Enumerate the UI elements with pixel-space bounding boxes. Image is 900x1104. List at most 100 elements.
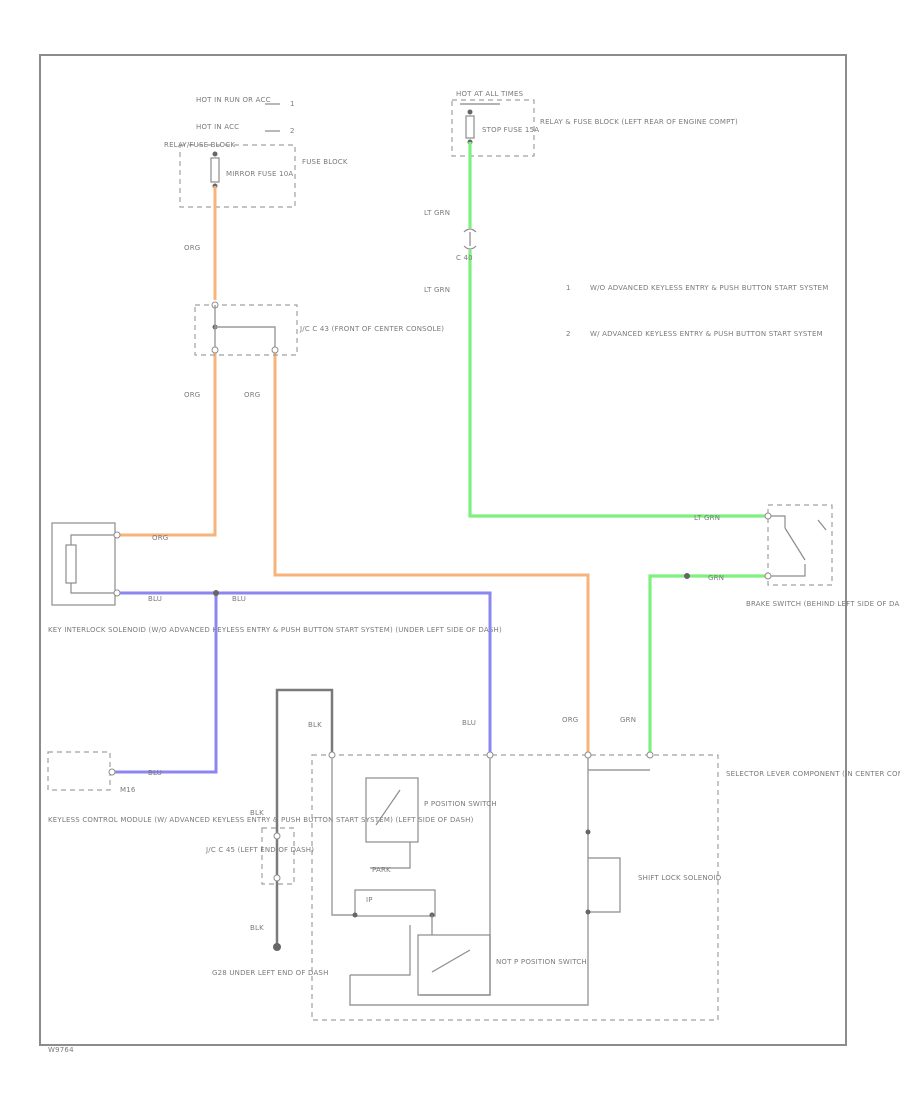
mirror-fuse-symbol — [210, 157, 220, 183]
fuse-block-outline — [179, 144, 296, 208]
jc-c43-label: J/C C 43 (FRONT OF CENTER CONSOLE) — [299, 325, 444, 333]
brake-switch-label: BRAKE SWITCH (BEHIND LEFT SIDE OF DASH) — [746, 600, 900, 608]
brake-contact-top — [771, 515, 786, 528]
stop-fuse-symbol — [465, 115, 475, 139]
brake-contact-bottom — [771, 564, 806, 577]
wire-label-blk-3: BLK — [250, 924, 264, 932]
p-switch-arm — [375, 789, 401, 826]
blk-wire-ground-to-selector — [275, 688, 334, 945]
switch-logic-box — [354, 889, 436, 917]
connector-c40: C 40 — [456, 228, 477, 262]
wire-label-blu-2: BLU — [232, 595, 246, 603]
brake-switch-tick — [817, 519, 827, 531]
jc-c43: J/C C 43 (FRONT OF CENTER CONSOLE) — [194, 301, 444, 356]
brake-switch-outline — [767, 504, 833, 586]
jc-c45-pin-2 — [273, 874, 281, 882]
jc-c43-pin-right — [271, 346, 279, 354]
blu-splice-dot — [213, 590, 219, 596]
mirror-fuse-label: MIRROR FUSE 10A — [226, 170, 293, 178]
key-interlock-lead-2 — [70, 583, 115, 594]
p-position-switch-label: P POSITION SWITCH — [424, 800, 497, 808]
solenoid-node-bottom — [585, 909, 591, 915]
relay-fuse-block-label: RELAY & FUSE BLOCK (LEFT REAR OF ENGINE … — [540, 118, 738, 126]
keyless-module-outline — [47, 751, 111, 791]
wire-label-grn-1: GRN — [708, 574, 724, 582]
shift-lock-coil — [588, 857, 621, 913]
jc-c45-outline — [261, 827, 295, 885]
solenoid-node-top — [585, 829, 591, 835]
wire-label-blu-1: BLU — [148, 595, 162, 603]
blu-wire-interlock-to-selector — [120, 591, 492, 755]
jc-c45-pin-1 — [273, 832, 281, 840]
legend-1-text: W/O ADVANCED KEYLESS ENTRY & PUSH BUTTON… — [590, 284, 829, 292]
stop-fuse-label: STOP FUSE 15A — [482, 126, 539, 134]
relay-fuse-top-label: RELAY/FUSE BLOCK — [164, 141, 235, 149]
org-wire-jc-to-interlock — [120, 350, 217, 537]
not-p-position-switch-label: NOT P POSITION SWITCH — [496, 958, 587, 966]
brake-switch: BRAKE SWITCH (BEHIND LEFT SIDE OF DASH) — [746, 504, 900, 608]
stop-fuse-area: HOT AT ALL TIMES STOP FUSE 15A RELAY & F… — [451, 90, 738, 157]
wire-label-blk-2: BLK — [250, 809, 264, 817]
wire-label-org-5: ORG — [562, 716, 578, 724]
key-interlock-lead-1 — [70, 534, 115, 545]
not-p-switch-arm — [431, 949, 471, 973]
org-wire-jc-to-selector — [273, 350, 590, 755]
ground-point — [273, 943, 281, 951]
grn-splice-dot — [684, 573, 690, 579]
jc-c43-pin-left — [211, 346, 219, 354]
c40-label: C 40 — [456, 254, 473, 262]
stop-fuse-top-node — [467, 109, 473, 115]
selector-lever-component: SELECTOR LEVER COMPONENT (IN CENTER CONS… — [311, 751, 900, 1021]
wire-label-blu-4: BLU — [148, 769, 162, 777]
p-switch-lead — [370, 842, 411, 869]
diagram-frame — [39, 54, 847, 1046]
wire-label-blk-1: BLK — [308, 721, 322, 729]
brake-switch-pin-1 — [764, 512, 772, 520]
selector-pin-grn — [646, 751, 654, 759]
p-position-switch-box — [365, 777, 419, 843]
brake-switch-arm — [784, 527, 806, 561]
power-mark-2: 2 — [290, 127, 295, 135]
key-interlock-pin-1 — [113, 531, 121, 539]
fuse-top-node — [212, 151, 218, 157]
ground-label: G28 UNDER LEFT END OF DASH — [212, 969, 329, 977]
ltgrn-wire-c40-to-brake — [468, 250, 768, 518]
internal-blk-wire — [331, 758, 355, 916]
logic-node-left — [352, 912, 358, 918]
ground-g28: G28 UNDER LEFT END OF DASH — [212, 943, 329, 977]
not-p-return — [350, 925, 411, 976]
selector-pin-blu — [486, 751, 494, 759]
relay-fuse-block-outline — [451, 99, 535, 157]
wire-label-grn-2: GRN — [620, 716, 636, 724]
jc-c43-outline — [194, 304, 298, 356]
internal-blu-wire — [420, 758, 491, 996]
selector-pin-blk — [328, 751, 336, 759]
ip-label: IP — [366, 896, 373, 904]
wire-label-org-4: ORG — [152, 534, 168, 542]
c40-top-arc — [463, 228, 477, 233]
hot-run-acc-label: HOT IN RUN OR ACC — [196, 96, 271, 104]
jc-c45: J/C C 45 (LEFT END OF DASH) — [205, 827, 314, 885]
wire-label-ltgrn-2: LT GRN — [424, 286, 450, 294]
wire-label-org-2: ORG — [184, 391, 200, 399]
wire-label-ltgrn-3: LT GRN — [694, 514, 720, 522]
key-interlock-box — [51, 522, 116, 606]
park-label: PARK — [372, 866, 391, 874]
key-interlock-pin-2 — [113, 589, 121, 597]
hot-battery-label: HOT AT ALL TIMES — [456, 90, 524, 98]
keyless-module-pin — [108, 768, 116, 776]
legend-1-number: 1 — [566, 284, 571, 292]
keyless-control-module: M16 KEYLESS CONTROL MODULE (W/ ADVANCED … — [47, 751, 473, 824]
key-interlock-label: KEY INTERLOCK SOLENOID (W/O ADVANCED KEY… — [48, 626, 502, 634]
selector-lever-outline — [311, 754, 719, 1021]
wire-label-blu-3: BLU — [462, 719, 476, 727]
not-p-position-switch-box — [417, 934, 491, 996]
grn-wire-brake-to-selector — [648, 574, 768, 755]
wire-label-ltgrn-1: LT GRN — [424, 209, 450, 217]
hot-acc-label: HOT IN ACC — [196, 123, 239, 131]
mirror-fuse-area: 1 2 HOT IN RUN OR ACC HOT IN ACC RELAY/F… — [164, 96, 348, 208]
power-mark-1: 1 — [290, 100, 295, 108]
wire-label-org-1: ORG — [184, 244, 200, 252]
